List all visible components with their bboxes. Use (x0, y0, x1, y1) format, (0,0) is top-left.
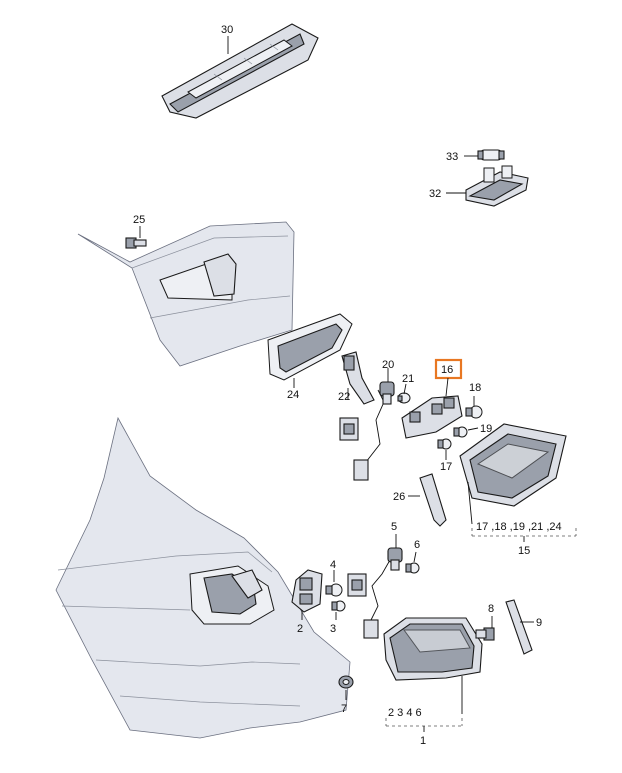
part-15-inner-lamp[interactable] (459, 423, 567, 507)
label-15: 15 (518, 545, 530, 557)
label-22: 22 (338, 391, 350, 403)
part-33-bulb[interactable] (477, 149, 505, 161)
label-8: 8 (488, 603, 494, 615)
part-20-socket[interactable] (379, 381, 395, 405)
label-30: 30 (221, 24, 233, 36)
part-19-bulb[interactable] (453, 426, 468, 438)
wiring-harness-lower (347, 559, 391, 639)
label-18: 18 (469, 382, 481, 394)
part-18-bulb[interactable] (465, 405, 483, 419)
part-21-bulb[interactable] (397, 392, 411, 404)
label-15-group: 17 ,18 ,19 ,21 ,24 (476, 521, 562, 533)
label-1: 1 (420, 735, 426, 747)
label-33: 33 (446, 151, 458, 163)
part-30-trim-strip[interactable] (161, 23, 319, 119)
label-25: 25 (133, 214, 145, 226)
part-7-grommet[interactable] (338, 675, 354, 689)
part-22-bracket[interactable] (341, 351, 375, 405)
part-6-bulb[interactable] (405, 562, 420, 574)
label-19: 19 (480, 423, 492, 435)
part-2-bulb-holder[interactable] (291, 569, 323, 613)
label-17: 17 (440, 461, 452, 473)
label-20: 20 (382, 359, 394, 371)
part-5-socket[interactable] (387, 547, 403, 571)
label-16[interactable]: 16 (441, 364, 453, 376)
part-17-bulb[interactable] (437, 438, 452, 450)
part-16-bulb-holder[interactable] (401, 395, 463, 439)
label-4: 4 (330, 559, 336, 571)
label-26: 26 (393, 491, 405, 503)
part-8-screw[interactable] (475, 627, 495, 641)
wiring-harness-upper (339, 389, 385, 481)
highlight-16 (434, 358, 463, 380)
part-25-bolt[interactable] (125, 237, 147, 249)
label-3: 3 (330, 623, 336, 635)
label-1-group: 2 3 4 6 (388, 707, 422, 719)
label-5: 5 (391, 521, 397, 533)
label-9: 9 (536, 617, 542, 629)
label-7: 7 (341, 703, 347, 715)
part-3-bulb[interactable] (331, 600, 346, 612)
label-6: 6 (414, 539, 420, 551)
label-32: 32 (429, 188, 441, 200)
label-21: 21 (402, 373, 414, 385)
part-9-seal[interactable] (505, 599, 533, 655)
label-24: 24 (287, 389, 299, 401)
part-32-plate-lamp[interactable] (465, 165, 529, 207)
rear-quarter-panel (55, 416, 351, 739)
part-4-bulb[interactable] (325, 583, 343, 597)
part-24-gasket[interactable] (267, 313, 353, 381)
tailgate-panel (77, 221, 295, 367)
label-2: 2 (297, 623, 303, 635)
part-1-outer-lamp[interactable] (383, 617, 483, 681)
part-26-seal[interactable] (419, 473, 447, 527)
